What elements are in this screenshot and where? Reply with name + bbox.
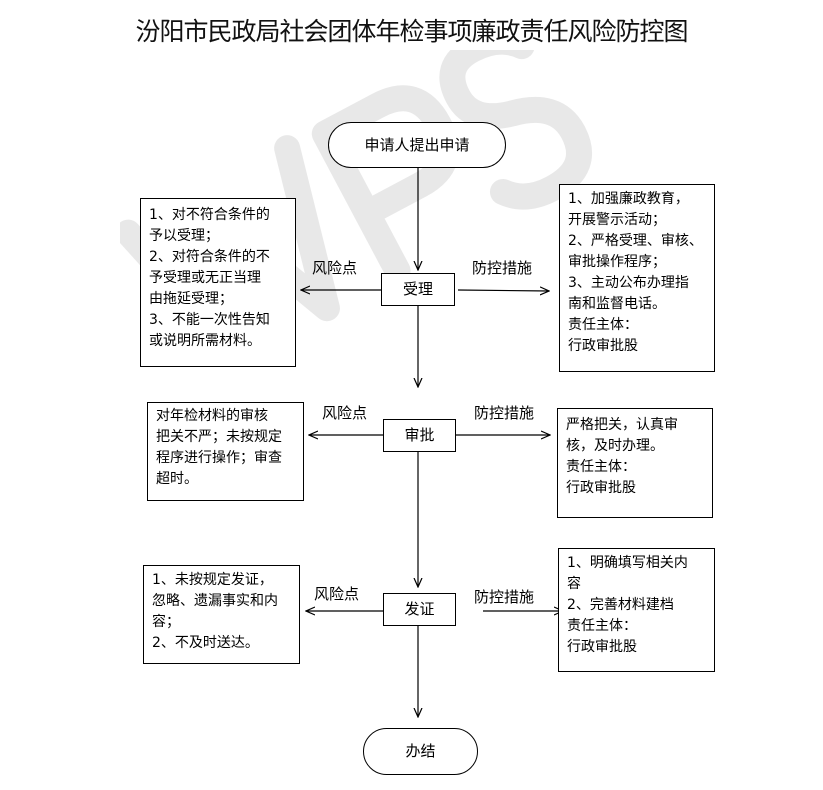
risk-text-line: 1、未按规定发证， — [152, 572, 273, 588]
control-text-line: 行政审批股 — [567, 639, 637, 655]
risk-text-line: 把关不严；未按规定 — [156, 429, 282, 445]
risk-text-line: 予以受理； — [149, 228, 219, 244]
risk-label-accept: 风险点 — [312, 259, 358, 277]
step-accept: 受理 — [381, 273, 455, 306]
risk-text-line: 3、不能一次性告知 — [149, 312, 270, 328]
risk-text-line: 容； — [152, 614, 180, 630]
control-text-line: 1、加强廉政教育， — [568, 191, 689, 207]
risk-box-accept: 1、对不符合条件的 予以受理； 2、对符合条件的不 予受理或无正当理 由拖延受理… — [140, 198, 296, 367]
risk-text-line: 或说明所需材料。 — [149, 333, 261, 349]
control-text-line: 行政审批股 — [568, 338, 638, 354]
risk-text-line: 1、对不符合条件的 — [149, 207, 270, 223]
risk-text-line: 由拖延受理； — [149, 291, 233, 307]
risk-label-issue: 风险点 — [314, 585, 360, 603]
control-text-line: 责任主体： — [567, 618, 637, 634]
risk-text-line: 2、对符合条件的不 — [149, 249, 270, 265]
control-label-accept: 防控措施 — [472, 259, 533, 277]
control-label-approve: 防控措施 — [474, 404, 535, 422]
risk-text-line: 2、不及时送达。 — [152, 635, 259, 651]
control-label-issue: 防控措施 — [474, 588, 535, 606]
step-issue: 发证 — [383, 593, 456, 626]
control-text-line: 南和监督电话。 — [568, 296, 666, 312]
control-text-line: 开展警示活动； — [568, 212, 666, 228]
start-node-label: 申请人提出申请 — [364, 136, 470, 154]
risk-label-approve: 风险点 — [322, 404, 368, 422]
control-text-line: 2、完善材料建档 — [567, 597, 674, 613]
step-issue-label: 发证 — [404, 600, 435, 618]
control-text-line: 1、明确填写相关内 — [567, 555, 688, 571]
page-title: 汾阳市民政局社会团体年检事项廉政责任风险防控图 — [135, 17, 688, 46]
start-node: 申请人提出申请 — [328, 122, 506, 168]
risk-text-line: 予受理或无正当理 — [149, 270, 261, 286]
control-box-issue: 1、明确填写相关内 容 2、完善材料建档 责任主体： 行政审批股 — [558, 548, 715, 672]
control-box-accept: 1、加强廉政教育， 开展警示活动； 2、严格受理、审核、 审批操作程序； 3、主… — [559, 184, 715, 372]
control-box-approve: 严格把关，认真审 核，及时办理。 责任主体： 行政审批股 — [557, 408, 713, 518]
end-node: 办结 — [363, 728, 478, 775]
risk-text-line: 程序进行操作；审查 — [156, 450, 282, 466]
control-text-line: 审批操作程序； — [568, 254, 666, 270]
control-text-line: 3、主动公布办理指 — [568, 275, 689, 291]
step-approve: 审批 — [383, 419, 456, 452]
control-text-line: 责任主体： — [566, 459, 636, 475]
risk-text-line: 忽略、遗漏事实和内 — [152, 593, 278, 609]
control-text-line: 严格把关，认真审 — [566, 417, 678, 433]
control-text-line: 行政审批股 — [566, 480, 636, 496]
step-accept-label: 受理 — [402, 280, 433, 298]
step-approve-label: 审批 — [404, 426, 435, 444]
control-text-line: 容 — [567, 576, 581, 592]
risk-text-line: 对年检材料的审核 — [156, 408, 268, 424]
control-text-line: 2、严格受理、审核、 — [568, 233, 703, 249]
risk-box-approve: 对年检材料的审核 把关不严；未按规定 程序进行操作；审查 超时。 — [147, 402, 304, 501]
risk-text-line: 超时。 — [156, 471, 198, 487]
risk-box-issue: 1、未按规定发证， 忽略、遗漏事实和内 容； 2、不及时送达。 — [143, 565, 300, 664]
control-text-line: 核，及时办理。 — [566, 438, 664, 454]
end-node-label: 办结 — [405, 742, 436, 760]
control-text-line: 责任主体： — [568, 317, 638, 333]
